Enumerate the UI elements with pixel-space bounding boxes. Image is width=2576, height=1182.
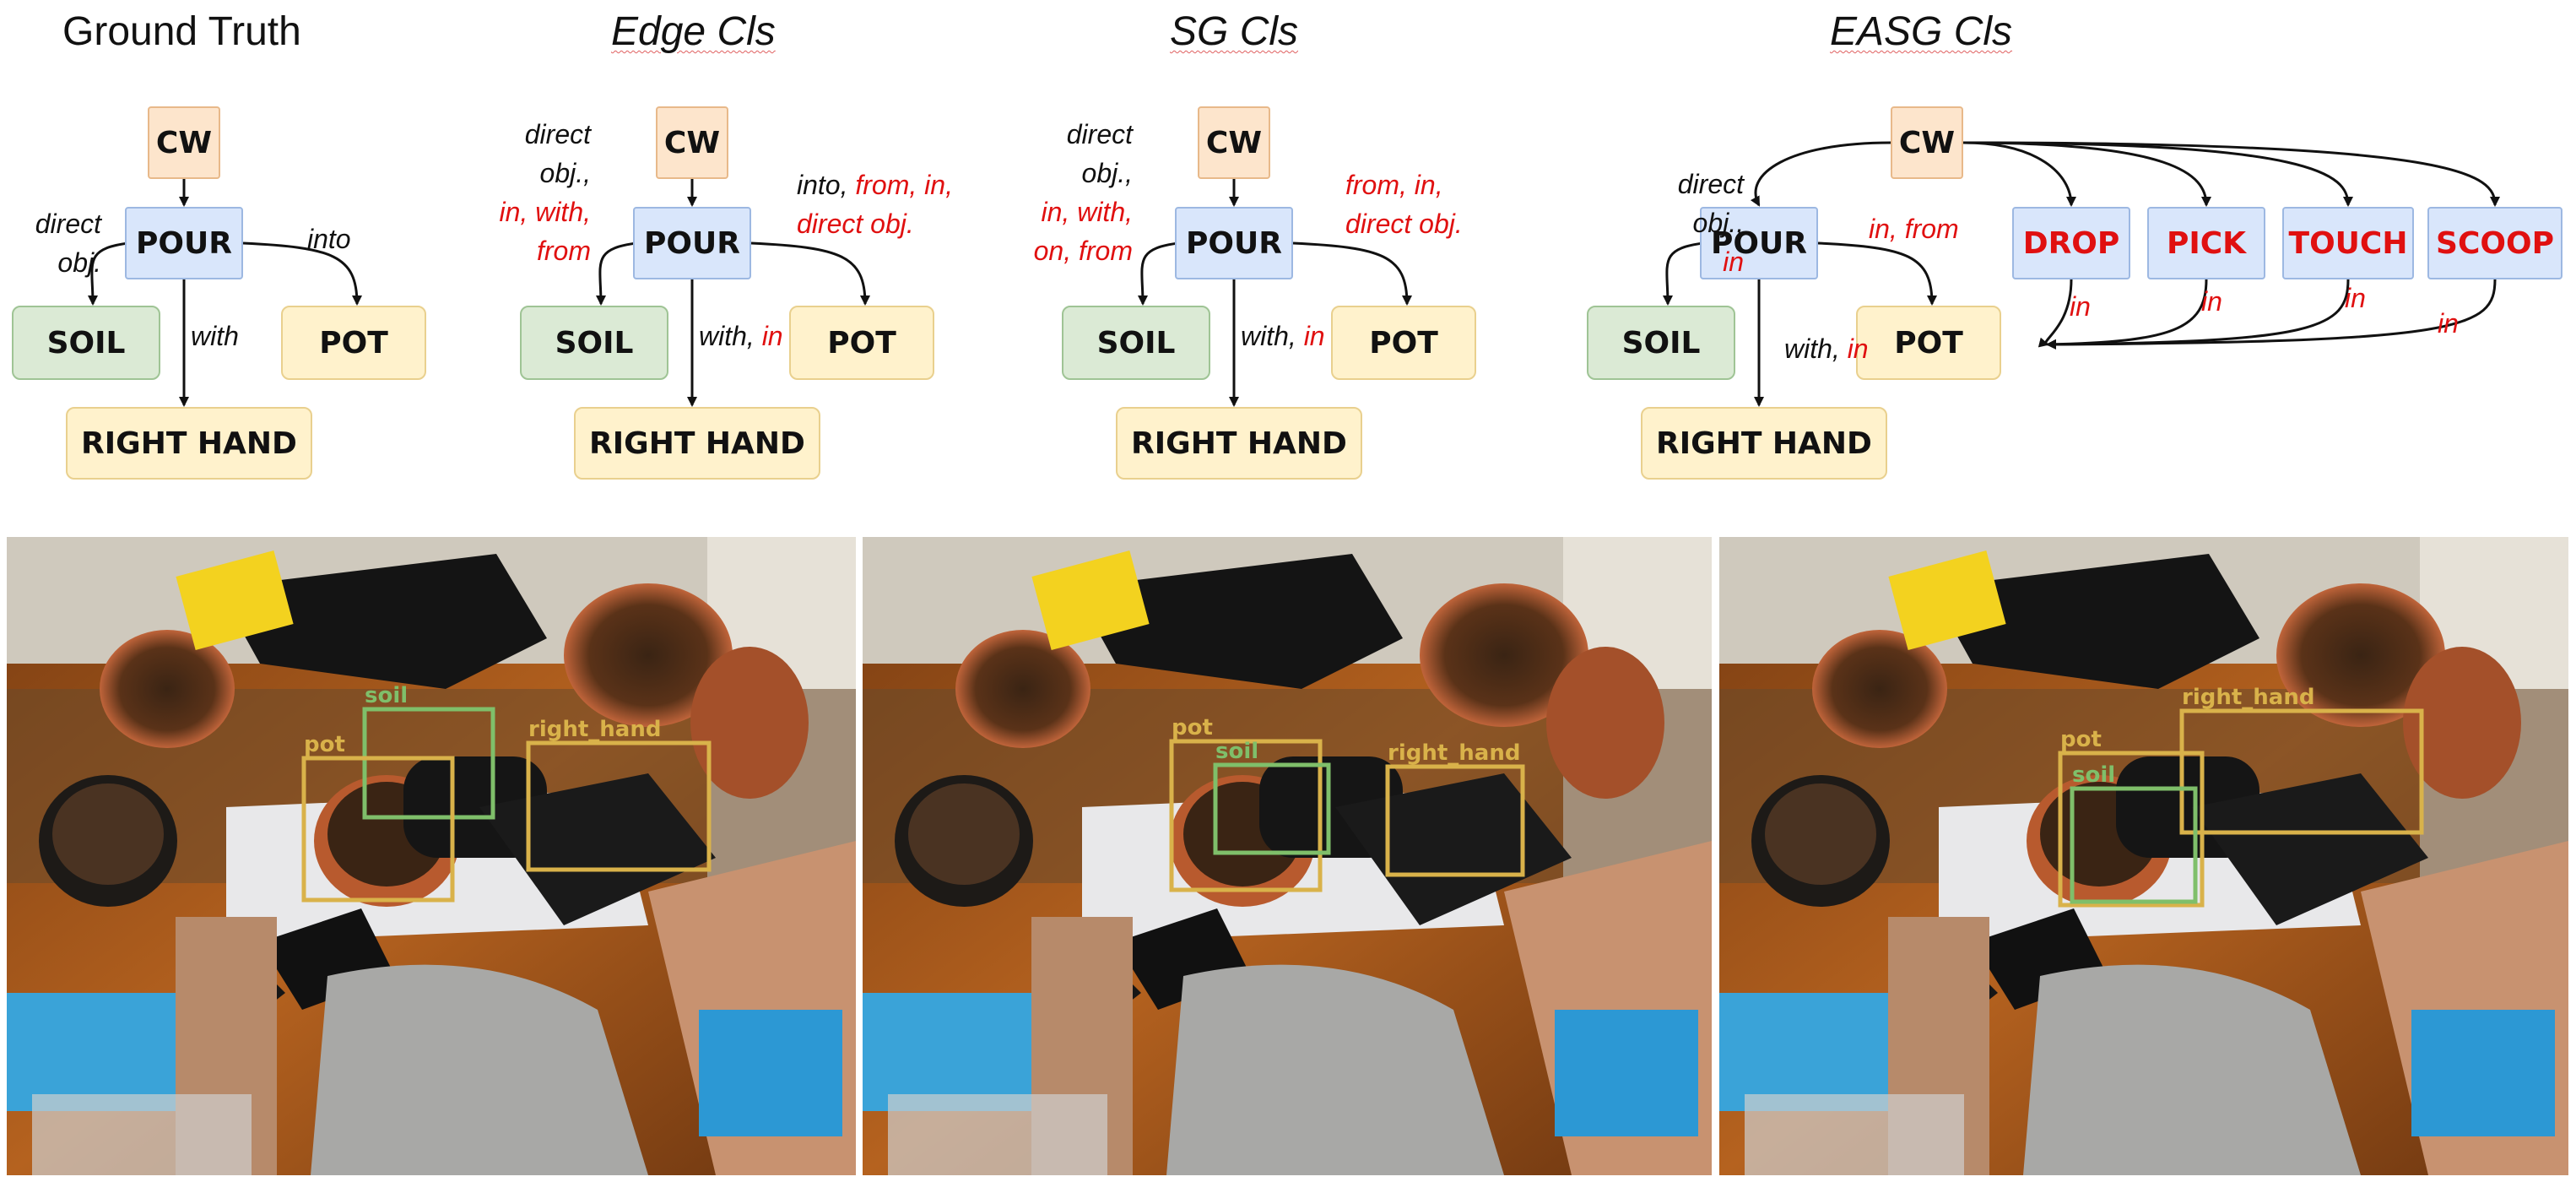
node-pot: POT: [1856, 306, 2001, 380]
bbox-right-hand: [1385, 764, 1525, 877]
node-soil: SOIL: [1587, 306, 1735, 380]
edge-label-pour-hand: with, in: [699, 321, 783, 351]
bbox-right-hand: [2179, 708, 2424, 835]
edge-label-scoop-pot: in: [2438, 308, 2459, 339]
node-cw: CW: [1891, 106, 1963, 179]
bbox-label-right-hand: right_hand: [528, 717, 661, 742]
node-pour: POUR: [1700, 207, 1818, 279]
node-cw: CW: [1198, 106, 1270, 179]
edge-cw-pick: [1962, 141, 2211, 207]
bbox-pot: [301, 756, 455, 903]
bbox-soil: [1213, 762, 1331, 855]
node-right-hand: RIGHT HAND: [1116, 407, 1362, 480]
edge-pour-pot: [1292, 241, 1412, 306]
panel-title-sg-cls: SG Cls: [1170, 8, 1298, 55]
node-pour: POUR: [1175, 207, 1293, 279]
bbox-label-pot: pot: [304, 732, 345, 757]
edge-pour-soil: [87, 241, 129, 306]
bbox-label-right-hand: right_hand: [1388, 740, 1520, 766]
edge-cw-scoop: [1962, 141, 2500, 207]
node-cw: CW: [656, 106, 728, 179]
edge-label-pour-pot: in, from: [1869, 214, 1959, 244]
edge-label-pour-hand: with, in: [1784, 333, 1869, 364]
edge-label-pour-hand: with, in: [1241, 321, 1325, 351]
graph-edges: [87, 141, 2500, 407]
edge-label-pour-hand: with: [191, 321, 239, 351]
edge-label-pour-pot: into: [307, 224, 351, 254]
bbox-label-pot: pot: [1172, 715, 1213, 740]
bbox-label-soil: soil: [365, 683, 408, 708]
node-pour: POUR: [125, 207, 243, 279]
node-soil: SOIL: [520, 306, 668, 380]
node-pot: POT: [1331, 306, 1476, 380]
edge-label-pour-pot: into, from, in,direct obj.: [797, 170, 953, 239]
bbox-label-pot: pot: [2060, 727, 2102, 752]
node-pot: POT: [789, 306, 934, 380]
edge-cw-drop: [1962, 141, 2076, 207]
node-scoop: SCOOP: [2427, 207, 2562, 279]
edge-scoop-pot: [2046, 279, 2497, 350]
node-touch: TOUCH: [2282, 207, 2414, 279]
bbox-label-soil: soil: [2072, 762, 2115, 788]
node-right-hand: RIGHT HAND: [574, 407, 820, 480]
edge-pour-pot: [1817, 241, 1937, 306]
bbox-soil: [2070, 786, 2198, 904]
edge-drop-pot: [2038, 279, 2073, 348]
node-soil: SOIL: [1062, 306, 1210, 380]
edge-pour-soil: [595, 241, 637, 306]
panel-title-ground-truth: Ground Truth: [62, 9, 301, 54]
node-soil: SOIL: [12, 306, 160, 380]
edge-label-pick-pot: in: [2201, 286, 2222, 317]
edge-pour-pot: [750, 241, 870, 306]
edge-cw-touch: [1962, 141, 2353, 207]
node-cw: CW: [148, 106, 220, 179]
node-right-hand: RIGHT HAND: [66, 407, 312, 480]
panel-title-edge-cls: Edge Cls: [611, 8, 776, 55]
title-text: Edge Cls: [611, 9, 776, 54]
node-pick: PICK: [2147, 207, 2265, 279]
edge-cw-pour: [1750, 141, 1891, 207]
bbox-pot: [1169, 739, 1323, 892]
bbox-label-right-hand: right_hand: [2182, 685, 2314, 710]
node-pour: POUR: [633, 207, 751, 279]
edge-pour-soil: [1662, 241, 1704, 306]
edge-label-touch-pot: in: [2345, 283, 2366, 313]
bbox-pot: [2058, 751, 2205, 908]
bbox-label-soil: soil: [1215, 739, 1258, 764]
bbox-soil: [362, 707, 495, 820]
node-pot: POT: [281, 306, 426, 380]
edge-label-pour-pot: from, in,direct obj.: [1345, 170, 1463, 239]
edge-pour-soil: [1137, 241, 1179, 306]
bbox-right-hand: [526, 740, 712, 872]
edge-pour-pot: [242, 241, 362, 306]
node-right-hand: RIGHT HAND: [1641, 407, 1887, 480]
title-text: SG Cls: [1170, 9, 1299, 54]
node-drop: DROP: [2012, 207, 2130, 279]
title-text: EASG Cls: [1830, 9, 2013, 54]
panel-title-easg-cls: EASG Cls: [1830, 8, 2012, 55]
edge-label-drop-pot: in: [2070, 291, 2091, 322]
